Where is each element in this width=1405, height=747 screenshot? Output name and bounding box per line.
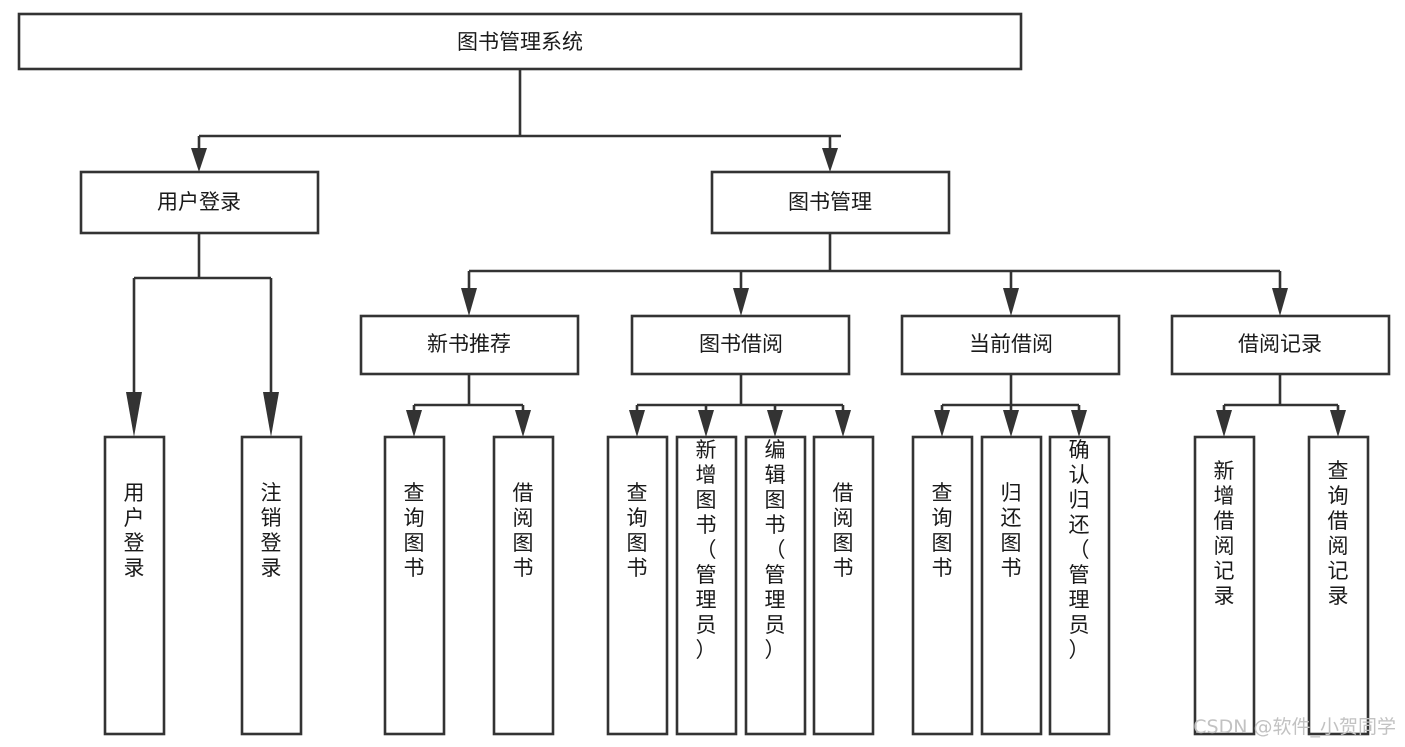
arrow-to-book-borrow	[733, 288, 749, 316]
node-leaf-borrow-book-2-box[interactable]	[812, 435, 875, 736]
node-borrow-record-label: 借阅记录	[1238, 332, 1322, 356]
connector-layer	[126, 69, 1346, 437]
node-leaf-borrow-book-1[interactable]: 借阅图书	[492, 435, 555, 736]
node-current-borrow-box[interactable]	[900, 314, 1121, 376]
node-book-borrow-box[interactable]	[630, 314, 851, 376]
node-leaf-user-logout-box[interactable]	[240, 435, 303, 736]
csdn-watermark: CSDN @软件_小贺同学	[1193, 716, 1396, 738]
node-leaf-query-book-3-box[interactable]	[911, 435, 974, 736]
node-book-borrow-label: 图书借阅	[699, 332, 783, 356]
arrow-to-current-borrow	[1003, 288, 1019, 316]
node-root-label: 图书管理系统	[457, 30, 583, 54]
node-new-book-recommend-label: 新书推荐	[427, 332, 511, 356]
node-current-borrow-label: 当前借阅	[969, 332, 1053, 356]
node-leaf-query-record[interactable]: 查询借阅记录	[1307, 435, 1370, 736]
node-current-borrow[interactable]: 当前借阅	[900, 314, 1121, 376]
node-book-manage-box[interactable]	[710, 170, 951, 235]
node-leaf-edit-book-label: 编辑图书（管理员）	[765, 438, 786, 662]
arrow-to-leaf-return-book	[1003, 410, 1019, 437]
node-leaf-return-book-box[interactable]	[980, 435, 1043, 736]
node-leaf-query-record-label: 查询借阅记录	[1328, 459, 1349, 608]
arrow-to-leaf-confirm-return	[1071, 410, 1087, 437]
arrow-to-leaf-query-book-1	[406, 410, 422, 437]
node-leaf-user-login-box[interactable]	[103, 435, 166, 736]
node-user-login-label: 用户登录	[157, 190, 241, 214]
node-leaf-query-book-3[interactable]: 查询图书	[911, 435, 974, 736]
node-borrow-record-box[interactable]	[1170, 314, 1391, 376]
node-leaf-user-login-label: 用户登录	[124, 481, 145, 580]
node-leaf-edit-book[interactable]: 编辑图书（管理员）	[744, 435, 807, 736]
arrow-to-leaf-add-book	[698, 410, 714, 437]
node-leaf-query-book-1[interactable]: 查询图书	[383, 435, 446, 736]
node-new-book-recommend-box[interactable]	[359, 314, 580, 376]
node-leaf-return-book-label: 归还图书	[1001, 481, 1022, 580]
node-leaf-query-book-2-label: 查询图书	[627, 481, 648, 580]
node-leaf-confirm-return-box[interactable]	[1048, 435, 1111, 736]
node-user-login[interactable]: 用户登录	[79, 170, 320, 235]
node-leaf-query-book-1-label: 查询图书	[404, 481, 425, 580]
arrow-to-leaf-query-book-3	[934, 410, 950, 437]
node-leaf-user-logout[interactable]: 注销登录	[240, 435, 303, 736]
node-leaf-add-book-label: 新增图书（管理员）	[696, 438, 717, 662]
arrow-to-leaf-query-record	[1330, 410, 1346, 437]
node-book-manage[interactable]: 图书管理	[710, 170, 951, 235]
node-leaf-query-book-2-box[interactable]	[606, 435, 669, 736]
node-leaf-add-book[interactable]: 新增图书（管理员）	[675, 435, 738, 736]
node-user-login-box[interactable]	[79, 170, 320, 235]
node-leaf-borrow-book-1-label: 借阅图书	[513, 481, 534, 580]
arrow-to-user-login	[191, 148, 207, 172]
arrow-to-leaf-query-book-2	[629, 410, 645, 437]
node-leaf-add-book-box[interactable]	[675, 435, 738, 736]
arrow-to-leaf-edit-book	[767, 410, 783, 437]
node-leaf-borrow-book-1-box[interactable]	[492, 435, 555, 736]
arrow-to-leaf-user-logout	[263, 392, 279, 437]
arrow-to-book-manage	[822, 148, 838, 172]
node-leaf-borrow-book-2[interactable]: 借阅图书	[812, 435, 875, 736]
node-leaf-add-record-box[interactable]	[1193, 435, 1256, 736]
node-new-book-recommend[interactable]: 新书推荐	[359, 314, 580, 376]
node-leaf-add-record[interactable]: 新增借阅记录	[1193, 435, 1256, 736]
node-book-manage-label: 图书管理	[788, 190, 872, 214]
node-root[interactable]: 图书管理系统	[17, 12, 1023, 71]
node-leaf-query-book-3-label: 查询图书	[932, 481, 953, 580]
node-leaf-query-book-1-box[interactable]	[383, 435, 446, 736]
node-leaf-confirm-return[interactable]: 确认归还（管理员）	[1048, 435, 1111, 736]
node-leaf-query-record-box[interactable]	[1307, 435, 1370, 736]
arrow-to-leaf-borrow-book-2	[835, 410, 851, 437]
arrow-to-new-book-recommend	[461, 288, 477, 316]
node-borrow-record[interactable]: 借阅记录	[1170, 314, 1391, 376]
node-leaf-borrow-book-2-label: 借阅图书	[833, 481, 854, 580]
arrow-to-leaf-user-login	[126, 392, 142, 437]
node-leaf-confirm-return-label: 确认归还（管理员）	[1069, 438, 1090, 662]
node-leaf-edit-book-box[interactable]	[744, 435, 807, 736]
node-leaf-user-logout-label: 注销登录	[261, 481, 282, 580]
arrow-to-leaf-borrow-book-1	[515, 410, 531, 437]
node-leaf-user-login[interactable]: 用户登录	[103, 435, 166, 736]
node-leaf-return-book[interactable]: 归还图书	[980, 435, 1043, 736]
arrow-to-leaf-add-record	[1216, 410, 1232, 437]
node-leaf-query-book-2[interactable]: 查询图书	[606, 435, 669, 736]
node-leaf-add-record-label: 新增借阅记录	[1214, 459, 1235, 608]
node-book-borrow[interactable]: 图书借阅	[630, 314, 851, 376]
node-root-box[interactable]	[17, 12, 1023, 71]
arrow-to-borrow-record	[1272, 288, 1288, 316]
